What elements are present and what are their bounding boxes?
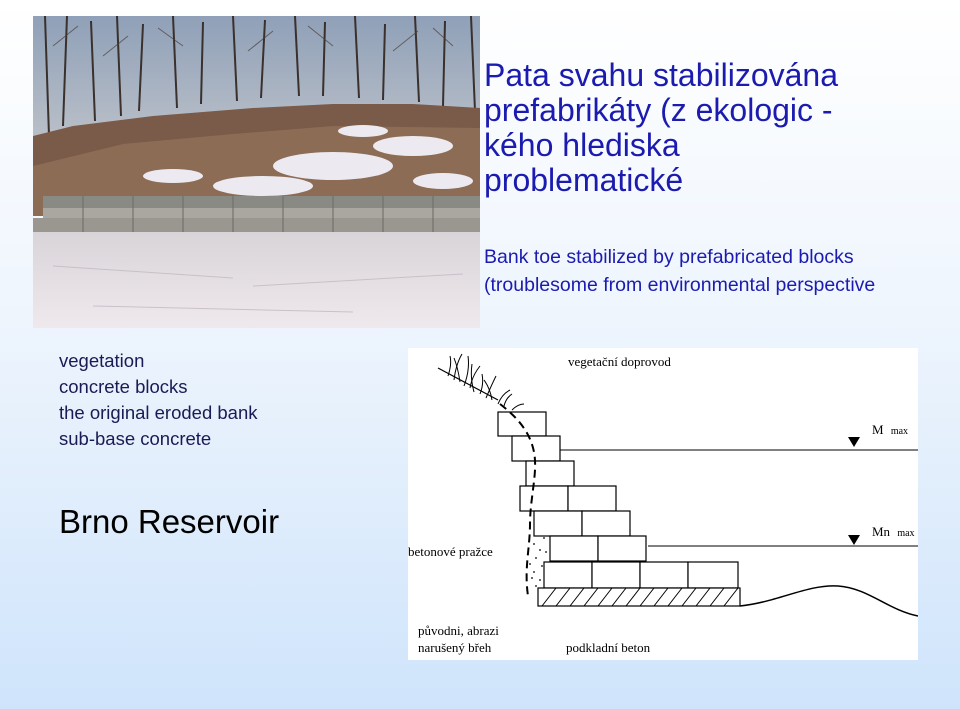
bank-cross-section-diagram: M max Mn max [408, 348, 918, 660]
label-original-bank-2: narušený břeh [418, 640, 492, 655]
water-level-max-sub: max [891, 426, 908, 437]
concrete-blocks-symbol [497, 411, 739, 589]
reservoir-bank-photo [33, 16, 480, 328]
svg-text:M max: M max [872, 422, 908, 437]
photo-ice [33, 232, 480, 328]
legend: vegetation concrete blocks the original … [59, 348, 258, 452]
label-vegetation: vegetační doprovod [568, 354, 671, 369]
water-level-min-sub: max [897, 528, 914, 539]
page-subtitle: Bank toe stabilized by prefabricated blo… [484, 246, 876, 296]
original-bank-line [499, 403, 537, 597]
vegetation-symbol [447, 353, 525, 411]
legend-item-sub-base-concrete: sub-base concrete [59, 428, 212, 449]
svg-text:Mn max: Mn max [872, 524, 915, 539]
location-label: Brno Reservoir [59, 503, 280, 540]
legend-item-vegetation: vegetation [59, 350, 145, 371]
legend-item-original-bank: the original eroded bank [59, 402, 258, 423]
water-level-min-marker [848, 535, 860, 545]
lake-bed-line [739, 585, 918, 617]
photo-trees [44, 16, 476, 137]
water-level-max-label: M [872, 422, 884, 437]
label-sub-base-concrete: podkladní beton [566, 640, 651, 655]
page-title: Pata svahu stabilizována prefabrikáty (z… [484, 57, 838, 198]
label-concrete-blocks: betonové pražce [408, 544, 493, 559]
photo-snow [143, 125, 473, 196]
upper-ground-line [437, 367, 499, 401]
legend-item-concrete-blocks: concrete blocks [59, 376, 188, 397]
label-original-bank-1: původni, abrazi [418, 623, 499, 638]
gravel-fill [529, 537, 547, 587]
water-level-min-label: Mn [872, 524, 891, 539]
sub-base-concrete-symbol [537, 587, 741, 607]
water-level-max-marker [848, 437, 860, 447]
